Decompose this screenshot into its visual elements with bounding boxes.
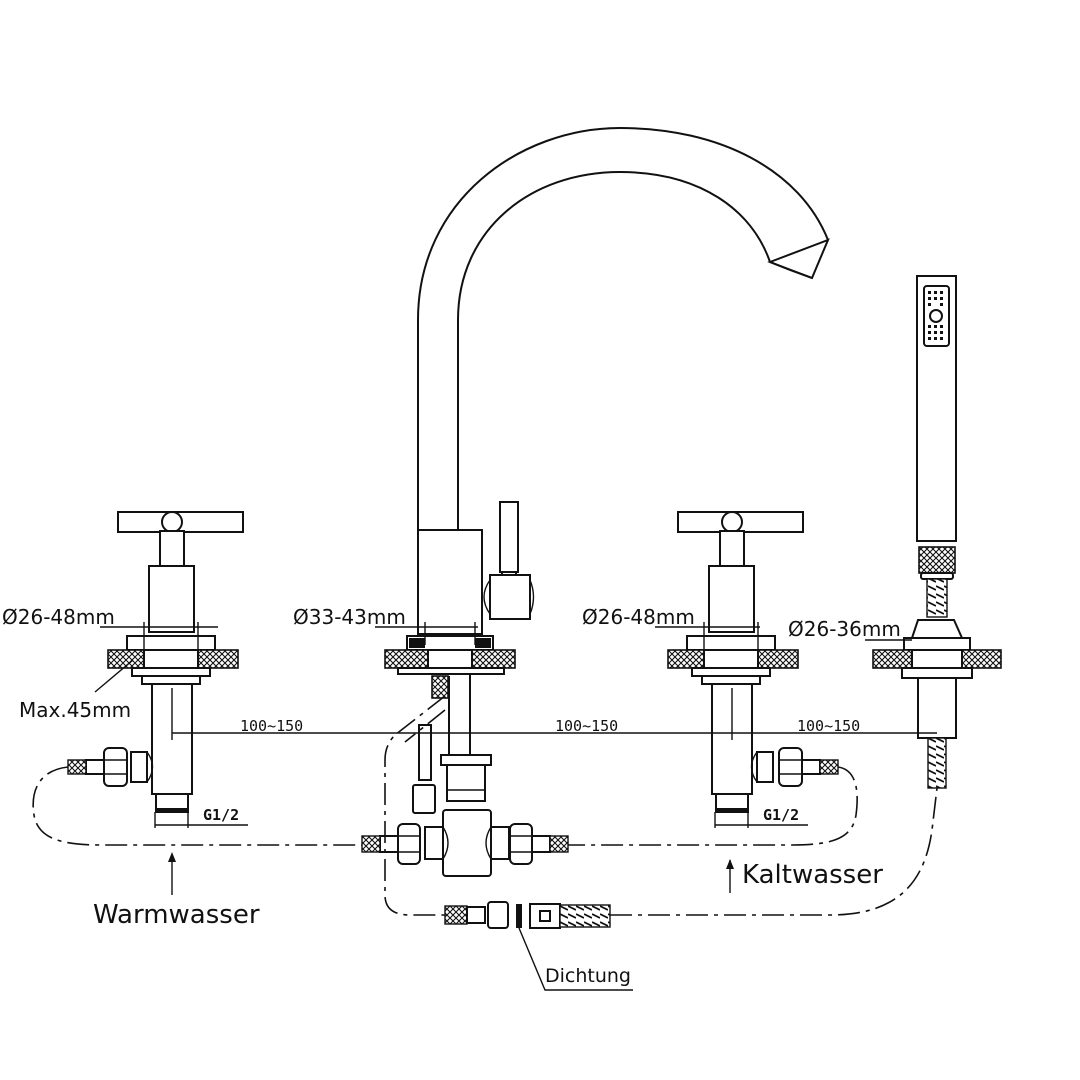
label-seal: Dichtung bbox=[545, 965, 631, 987]
t-piece bbox=[361, 809, 569, 877]
hand-shower bbox=[872, 275, 1002, 789]
label-diameter-right: Ø26-48mm bbox=[582, 605, 695, 629]
label-cold-water: Kaltwasser bbox=[742, 860, 883, 890]
label-warm-water: Warmwasser bbox=[93, 900, 260, 930]
spout bbox=[417, 126, 830, 532]
label-diameter-shower: Ø26-36mm bbox=[788, 617, 901, 641]
lever-handle bbox=[499, 501, 519, 573]
label-spacing-2: 100~150 bbox=[555, 717, 618, 735]
dimension-lines bbox=[94, 622, 937, 991]
seal-ring bbox=[516, 904, 522, 928]
label-diameter-left: Ø26-48mm bbox=[2, 605, 115, 629]
hose-lines bbox=[32, 695, 938, 916]
left-valve bbox=[67, 511, 244, 813]
label-thread-right: G1/2 bbox=[763, 806, 799, 824]
label-spacing-1: 100~150 bbox=[240, 717, 303, 735]
label-max-thickness: Max.45mm bbox=[19, 698, 131, 722]
label-thread-left: G1/2 bbox=[203, 806, 239, 824]
lever-knob bbox=[489, 574, 531, 620]
shower-hose-connector bbox=[444, 901, 611, 929]
right-valve bbox=[667, 511, 839, 813]
mixer-body bbox=[384, 501, 535, 814]
label-diameter-center: Ø33-43mm bbox=[293, 605, 406, 629]
label-spacing-3: 100~150 bbox=[797, 717, 860, 735]
